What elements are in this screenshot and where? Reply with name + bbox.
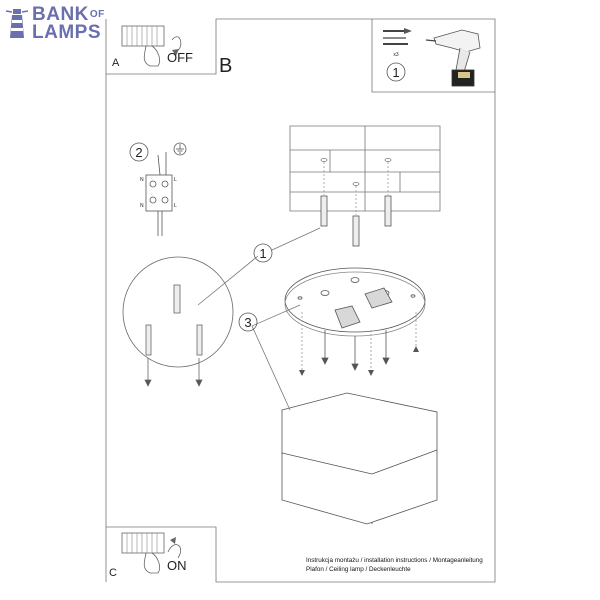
leader-line-lamp <box>251 325 291 411</box>
panel-a-letter: A <box>112 57 120 69</box>
screws-illustration <box>383 28 412 45</box>
switch-off-illustration <box>121 25 182 67</box>
step-circle-anchors <box>253 243 273 263</box>
ceiling-plate <box>289 125 441 212</box>
brand-line2: LAMPS <box>32 22 101 43</box>
step-circle-base <box>238 312 258 332</box>
lighthouse-icon <box>5 9 29 38</box>
wall-plugs <box>320 195 392 247</box>
leader-line-base <box>251 304 301 327</box>
panel-c-letter: C <box>109 567 117 579</box>
brand-of: OF <box>89 9 105 20</box>
panel-b-letter: B <box>219 55 232 77</box>
mounting-screws <box>321 330 390 371</box>
step-circle-tools <box>386 62 406 82</box>
leader-line-anchors-2 <box>271 227 321 251</box>
caption-line1: Instrukcja montażu / installation instru… <box>306 557 483 564</box>
wiring-terminal <box>145 152 173 236</box>
terminal-label-l-bottom: L <box>174 203 177 209</box>
page-frame <box>105 18 496 583</box>
terminal-label-l-top: L <box>174 177 177 183</box>
step-circle-wiring <box>129 142 149 162</box>
leader-line-anchors <box>197 255 259 306</box>
tools-box <box>371 19 495 93</box>
step-tools-number: 1 <box>392 65 399 80</box>
brand-line1: BANK <box>32 4 89 25</box>
off-label: OFF <box>167 50 193 65</box>
caption-line2: Plafon / Ceiling lamp / Deckenleuchte <box>306 566 411 573</box>
step-wiring-number: 2 <box>135 145 142 160</box>
step-anchors-number: 1 <box>259 246 266 261</box>
step-base-number: 3 <box>244 315 251 330</box>
on-label: ON <box>167 558 187 573</box>
drill-icon <box>425 29 481 87</box>
brand-logo: BANKOF LAMPS <box>4 4 104 44</box>
mounting-base <box>284 267 426 337</box>
terminal-label-n-top: N <box>140 177 144 183</box>
hexagon-lamp <box>281 392 438 525</box>
screw-quantity: x3 <box>393 52 399 58</box>
anchor-detail-view <box>122 256 234 387</box>
terminal-label-n-bottom: N <box>140 203 144 209</box>
switch-on-illustration <box>121 532 182 574</box>
ground-icon <box>173 142 187 156</box>
alignment-guides <box>323 162 389 215</box>
